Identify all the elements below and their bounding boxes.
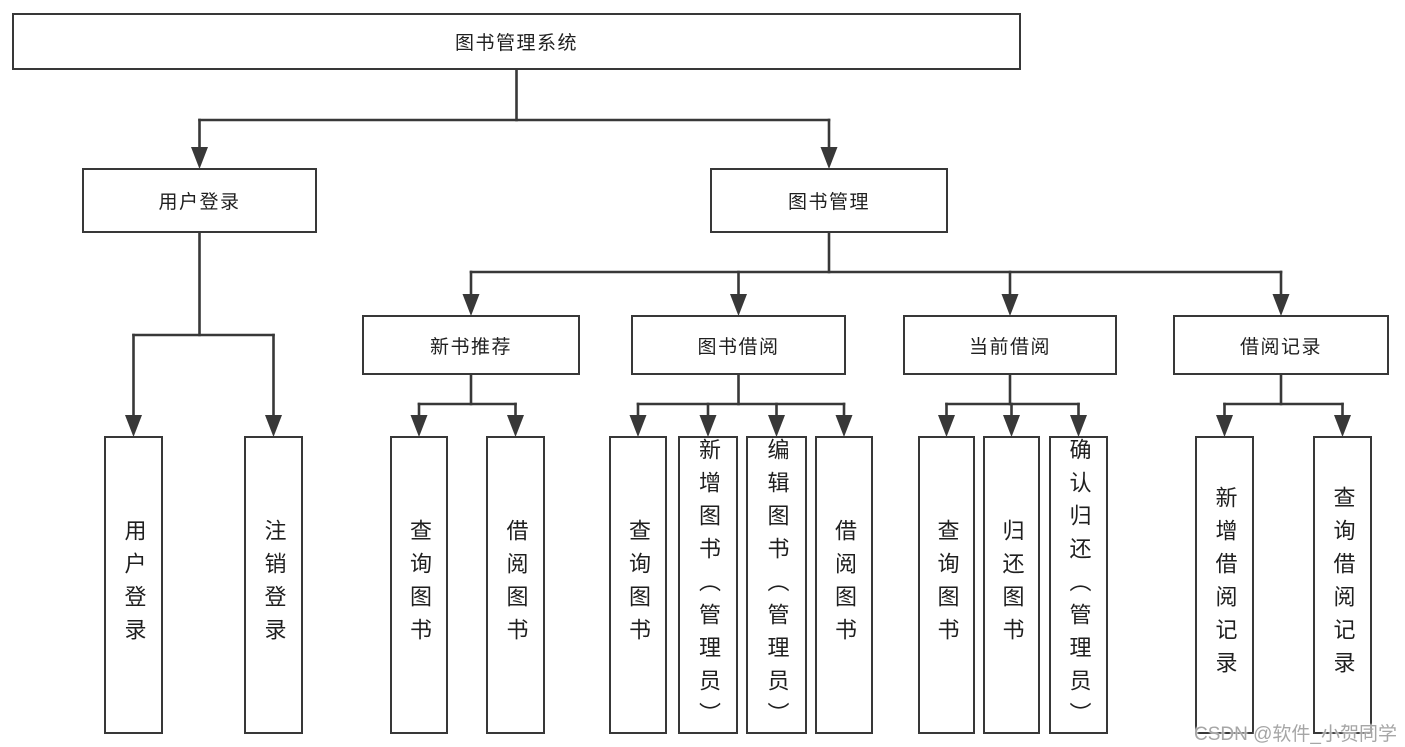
node-label-root: 图书管理系统 (454, 33, 578, 54)
node-root: 图书管理系统 (12, 13, 1021, 70)
node-label-add-borrow-record: 新增借阅记录 (1212, 486, 1238, 684)
node-label-book-borrow: 图书借阅 (697, 336, 780, 358)
node-borrow-record: 借阅记录 (1173, 315, 1389, 375)
node-book-management: 图书管理 (710, 168, 948, 233)
arrowhead-icon (835, 415, 853, 437)
arrowhead-icon (938, 415, 955, 437)
node-user-login-leaf: 用户登录 (104, 436, 163, 734)
node-label-borrow-book-recommend: 借阅图书 (503, 519, 529, 651)
node-label-borrow-record: 借阅记录 (1239, 336, 1322, 358)
node-borrow-book-recommend: 借阅图书 (486, 436, 545, 734)
node-label-query-book-current: 查询图书 (934, 519, 960, 651)
node-label-current-borrow: 当前借阅 (968, 336, 1051, 358)
arrowhead-icon (1001, 294, 1019, 316)
node-label-borrow-book-leaf: 借阅图书 (832, 519, 857, 651)
arrowhead-icon (265, 415, 282, 437)
arrowhead-icon (1272, 294, 1290, 316)
node-user-login-branch: 用户登录 (82, 168, 317, 233)
arrowhead-icon (191, 147, 208, 169)
node-label-return-book: 归还图书 (999, 519, 1025, 651)
arrowhead-icon (820, 147, 838, 169)
node-query-book-recommend: 查询图书 (390, 436, 448, 734)
node-label-query-borrow-record: 查询借阅记录 (1330, 486, 1356, 684)
arrowhead-icon (629, 415, 647, 437)
node-query-book-current: 查询图书 (918, 436, 975, 734)
arrowhead-icon (1216, 415, 1233, 437)
node-book-borrow: 图书借阅 (631, 315, 846, 375)
node-query-borrow-record: 查询借阅记录 (1313, 436, 1372, 734)
arrowhead-icon (1070, 415, 1087, 437)
arrowhead-icon (507, 415, 524, 437)
arrowhead-icon (1334, 415, 1351, 437)
arrowhead-icon (730, 294, 747, 316)
node-confirm-return-admin: 确认归还（管理员） (1049, 436, 1108, 735)
node-label-user-login-branch: 用户登录 (158, 192, 241, 213)
node-label-logout-leaf: 注销登录 (261, 519, 287, 651)
node-label-add-book-admin: 新增图书（管理员） (696, 438, 721, 735)
arrowhead-icon (410, 415, 428, 437)
node-add-book-admin: 新增图书（管理员） (678, 436, 738, 735)
node-edit-book-admin: 编辑图书（管理员） (746, 436, 807, 735)
node-borrow-book-leaf: 借阅图书 (815, 436, 873, 734)
node-label-user-login-leaf: 用户登录 (121, 519, 147, 651)
node-label-edit-book-admin: 编辑图书（管理员） (764, 438, 790, 735)
node-add-borrow-record: 新增借阅记录 (1195, 436, 1254, 734)
node-label-new-book-recommend: 新书推荐 (429, 336, 512, 358)
node-return-book: 归还图书 (983, 436, 1040, 734)
node-label-query-book-borrow: 查询图书 (626, 519, 651, 651)
arrowhead-icon (125, 415, 142, 437)
node-current-borrow: 当前借阅 (903, 315, 1117, 375)
arrowhead-icon (768, 415, 785, 437)
arrowhead-icon (699, 415, 717, 437)
arrowhead-icon (462, 294, 480, 316)
watermark: CSDN @软件_小贺同学 (1194, 724, 1397, 745)
node-query-book-borrow: 查询图书 (609, 436, 667, 734)
node-label-confirm-return-admin: 确认归还（管理员） (1066, 438, 1092, 735)
node-label-query-book-recommend: 查询图书 (407, 519, 432, 651)
arrowhead-icon (1003, 415, 1020, 437)
node-new-book-recommend: 新书推荐 (362, 315, 580, 375)
node-label-book-management: 图书管理 (787, 192, 870, 213)
node-logout-leaf: 注销登录 (244, 436, 303, 734)
